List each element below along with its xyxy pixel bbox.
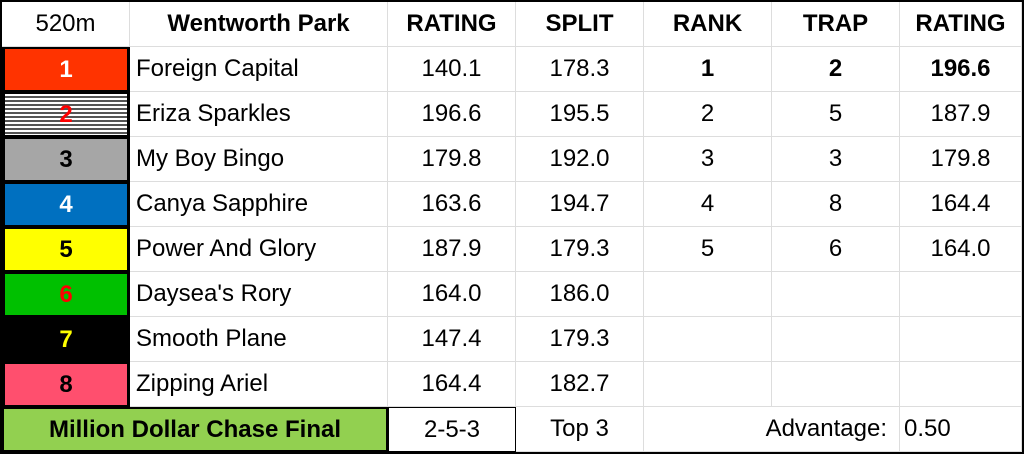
runner-name: My Boy Bingo	[130, 137, 388, 182]
runner-rating: 164.4	[388, 362, 516, 407]
ranked-trap-cell: 5	[772, 92, 900, 137]
rank-cell: 3	[644, 137, 772, 182]
runner-split: 178.3	[516, 47, 644, 92]
runner-rating: 179.8	[388, 137, 516, 182]
trap-box-8: 8	[2, 362, 130, 407]
ranked-trap-cell	[772, 272, 900, 317]
rank-cell	[644, 362, 772, 407]
ranked-rating-cell: 164.0	[900, 227, 1022, 272]
runner-rating: 164.0	[388, 272, 516, 317]
trap-box-4: 4	[2, 182, 130, 227]
runner-name: Power And Glory	[130, 227, 388, 272]
advantage-label: Advantage:	[644, 407, 900, 452]
advantage-value: 0.50	[900, 407, 1022, 452]
race-name: Million Dollar Chase Final	[2, 407, 388, 452]
ranked-rating-cell	[900, 317, 1022, 362]
ranked-trap-cell: 2	[772, 47, 900, 92]
runner-split: 182.7	[516, 362, 644, 407]
ranked-rating-cell: 164.4	[900, 182, 1022, 227]
rank-header: RANK	[644, 2, 772, 47]
ranked-rating-cell	[900, 272, 1022, 317]
ranked-rating-cell: 179.8	[900, 137, 1022, 182]
runner-rating: 140.1	[388, 47, 516, 92]
ranked-trap-cell: 8	[772, 182, 900, 227]
rank-cell	[644, 272, 772, 317]
ranked-trap-cell	[772, 317, 900, 362]
ranked-rating-cell: 187.9	[900, 92, 1022, 137]
distance-header: 520m	[2, 2, 130, 47]
ranked-trap-cell: 6	[772, 227, 900, 272]
runner-split: 186.0	[516, 272, 644, 317]
runner-name: Daysea's Rory	[130, 272, 388, 317]
runner-name: Smooth Plane	[130, 317, 388, 362]
trap-box-1: 1	[2, 47, 130, 92]
rank-cell: 1	[644, 47, 772, 92]
runner-split: 195.5	[516, 92, 644, 137]
runner-split: 194.7	[516, 182, 644, 227]
runner-split: 192.0	[516, 137, 644, 182]
prediction: 2-5-3	[388, 407, 516, 452]
rank-cell: 5	[644, 227, 772, 272]
ranked-rating-cell	[900, 362, 1022, 407]
track-header: Wentworth Park	[130, 2, 388, 47]
rank-cell: 4	[644, 182, 772, 227]
runner-split: 179.3	[516, 227, 644, 272]
trap-box-6: 6	[2, 272, 130, 317]
runner-rating: 196.6	[388, 92, 516, 137]
runner-rating: 187.9	[388, 227, 516, 272]
trap-box-5: 5	[2, 227, 130, 272]
runner-name: Canya Sapphire	[130, 182, 388, 227]
runner-rating: 147.4	[388, 317, 516, 362]
split-header: SPLIT	[516, 2, 644, 47]
trap-box-7: 7	[2, 317, 130, 362]
top-label: Top 3	[516, 407, 644, 452]
ranked-trap-cell	[772, 362, 900, 407]
trap-box-3: 3	[2, 137, 130, 182]
rank-cell	[644, 317, 772, 362]
trap-header: TRAP	[772, 2, 900, 47]
trap-box-2: 2	[2, 92, 130, 137]
ranked-rating-header: RATING	[900, 2, 1022, 47]
runner-name: Zipping Ariel	[130, 362, 388, 407]
runner-name: Foreign Capital	[130, 47, 388, 92]
runner-split: 179.3	[516, 317, 644, 362]
runner-rating: 163.6	[388, 182, 516, 227]
ranked-rating-cell: 196.6	[900, 47, 1022, 92]
rank-cell: 2	[644, 92, 772, 137]
rating-header: RATING	[388, 2, 516, 47]
ranked-trap-cell: 3	[772, 137, 900, 182]
runner-name: Eriza Sparkles	[130, 92, 388, 137]
